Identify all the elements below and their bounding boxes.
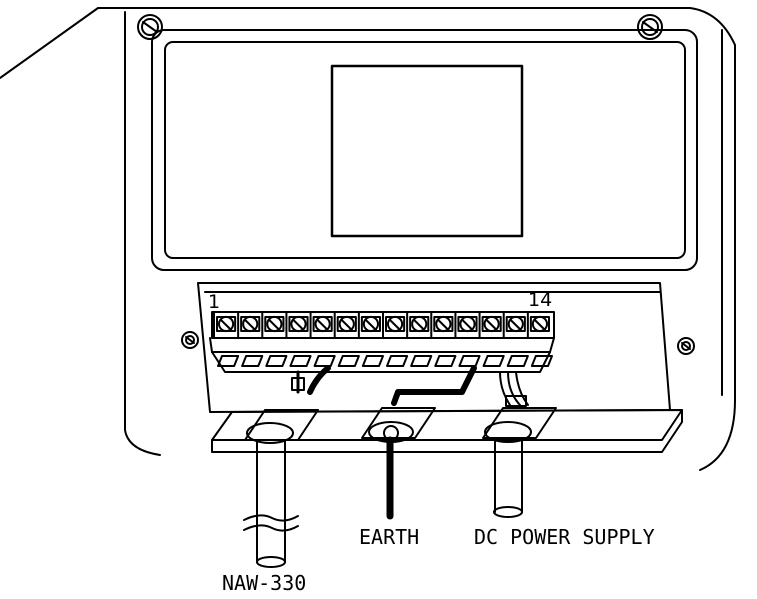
terminal-screw-1-icon <box>214 312 235 338</box>
terminal-slot-7 <box>363 356 383 366</box>
terminal-slot-6 <box>339 356 359 366</box>
terminal-slot-9 <box>411 356 431 366</box>
terminal-screw-5-icon <box>311 312 332 338</box>
enclosure-inner-outline <box>125 12 160 455</box>
terminal-slot-14 <box>532 356 552 366</box>
terminal-screw-11-icon <box>455 312 476 338</box>
display-window <box>332 66 522 236</box>
terminal-screw-4-icon <box>286 312 307 338</box>
terminal-slot-10 <box>435 356 455 366</box>
sensor-model-label: NAW-330 <box>222 573 306 593</box>
terminal-slot-5 <box>315 356 335 366</box>
power-wire-2 <box>508 372 520 405</box>
cable-gland-middle <box>362 408 435 516</box>
dc-power-supply-label: DC POWER SUPPLY <box>474 527 655 547</box>
cable-break-mark <box>244 515 298 520</box>
terminal-screw-2-icon <box>238 312 259 338</box>
screw-top-left-icon <box>138 15 162 39</box>
terminal-screw-12-icon <box>480 312 501 338</box>
cable-gland-left <box>245 410 318 567</box>
terminal-last-label: 14 <box>528 291 552 310</box>
terminal-slot-12 <box>484 356 504 366</box>
terminal-slot-13 <box>508 356 528 366</box>
terminal-slot-8 <box>387 356 407 366</box>
enclosure-outer-outline <box>0 8 735 470</box>
terminal-screw-10-icon <box>431 312 452 338</box>
terminal-slot-11 <box>459 356 479 366</box>
terminal-first-label: 1 <box>208 293 220 312</box>
terminal-slot-2 <box>242 356 262 366</box>
screw-mid-left-icon <box>182 332 198 348</box>
screw-mid-right-icon <box>678 338 694 354</box>
terminal-slot-3 <box>266 356 286 366</box>
terminal-screw-8-icon <box>383 312 404 338</box>
earth-label: EARTH <box>359 527 419 547</box>
terminal-screw-9-icon <box>407 312 428 338</box>
cable-gland-right <box>483 408 556 517</box>
terminal-screw-6-icon <box>335 312 356 338</box>
terminal-screw-3-icon <box>262 312 283 338</box>
terminal-screw-14-icon <box>528 312 549 338</box>
cover-inner <box>165 42 685 258</box>
screw-top-right-icon <box>638 15 662 39</box>
terminal-slot-4 <box>290 356 310 366</box>
earth-wire <box>394 368 474 403</box>
terminal-screw-13-icon <box>504 312 525 338</box>
terminal-screw-7-icon <box>359 312 380 338</box>
